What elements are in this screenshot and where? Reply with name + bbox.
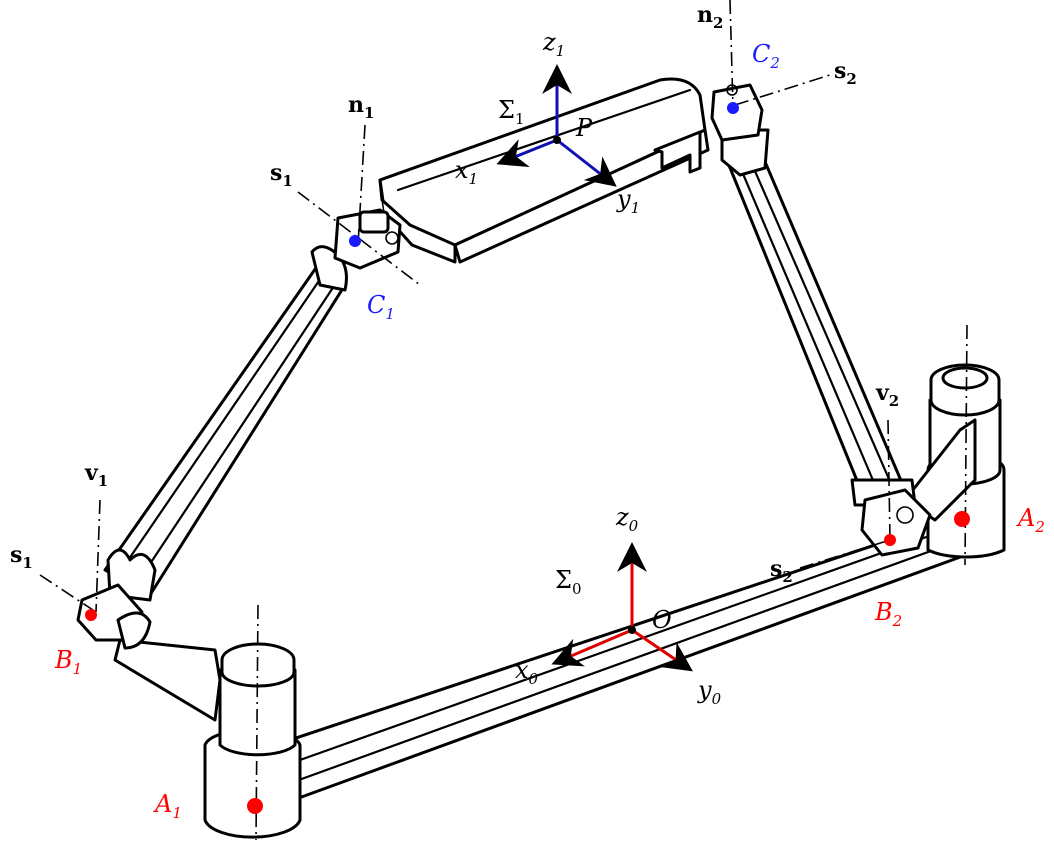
label-b2: B2 — [874, 598, 902, 630]
joint-c2 — [710, 83, 764, 142]
label-a2: A2 — [1016, 504, 1045, 536]
label-sigma1: Σ1 — [498, 96, 525, 128]
base-frame — [551, 542, 693, 672]
label-s1-upper: s1 — [270, 160, 293, 190]
label-z0: z0 — [615, 503, 639, 535]
label-a1: A1 — [153, 790, 182, 822]
pillar-a2 — [903, 363, 1006, 559]
axis-s1-lower — [39, 574, 97, 613]
label-c1: C1 — [367, 291, 395, 323]
label-n2: n2 — [697, 2, 723, 32]
label-z1: z1 — [542, 28, 565, 60]
label-x1: x1 — [455, 156, 478, 188]
point-a2 — [954, 511, 970, 527]
point-b1 — [85, 609, 97, 621]
label-origin-o: O — [652, 606, 672, 634]
label-sigma0: Σ0 — [555, 566, 582, 598]
label-v1: v1 — [84, 460, 108, 490]
label-y1: y1 — [616, 185, 640, 217]
label-x0: x0 — [515, 656, 539, 688]
platform-frame — [496, 64, 617, 187]
joint-b2 — [860, 488, 932, 557]
leg-1 — [103, 245, 348, 602]
label-s1-lower: s1 — [10, 542, 33, 572]
joint-c1 — [333, 208, 402, 270]
axis-n1 — [357, 124, 366, 246]
point-c1 — [349, 235, 361, 247]
point-c2 — [727, 102, 739, 114]
label-origin-p: P — [575, 114, 593, 142]
label-b1: B1 — [54, 646, 82, 678]
label-c2: C2 — [752, 40, 780, 72]
axis-s2-lower — [799, 539, 891, 569]
lower-arm-1 — [113, 638, 222, 722]
label-s2-lower: s2 — [770, 556, 793, 586]
label-s2-upper: s2 — [834, 58, 857, 88]
base-bar — [243, 518, 987, 805]
platform — [378, 77, 710, 264]
label-n1: n1 — [348, 92, 374, 122]
point-a1 — [247, 798, 263, 814]
axis-v2 — [887, 419, 891, 541]
leg-2 — [720, 128, 917, 507]
axis-v1 — [95, 499, 101, 613]
label-y0: y0 — [697, 676, 722, 708]
point-b2 — [884, 534, 896, 546]
axis-s2-upper — [734, 74, 831, 106]
joint-b1 — [76, 583, 152, 650]
axis-n2 — [729, 0, 734, 109]
label-v2: v2 — [875, 380, 899, 410]
